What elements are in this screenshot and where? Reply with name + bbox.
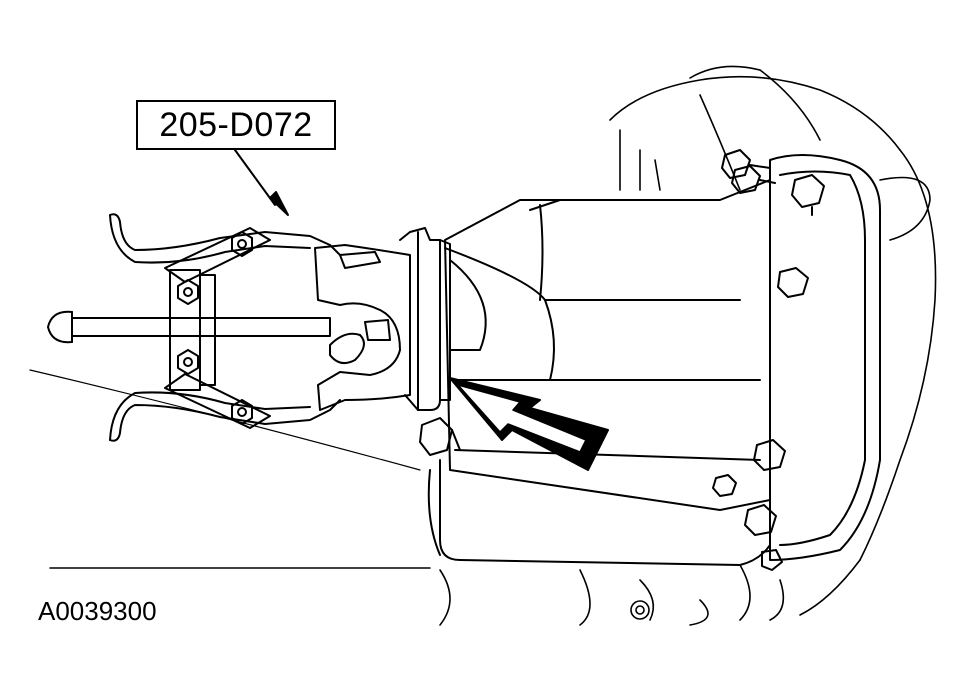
pinion-flange [399, 227, 451, 411]
direction-arrow-icon [449, 377, 609, 471]
cover-bolts [419, 149, 825, 571]
bolt-icon [791, 174, 825, 216]
pinion-yoke [314, 244, 411, 411]
tool-number-label: 205-D072 [159, 105, 313, 144]
differential-cover [769, 154, 881, 561]
bolt-icon [419, 417, 461, 456]
axle-housing-background [29, 65, 937, 626]
bolt-icon [753, 439, 786, 471]
bolt-icon [712, 474, 737, 497]
bolt-icon [777, 267, 809, 298]
bolt-icon [761, 549, 783, 571]
bolt-icon [744, 504, 777, 536]
tool-callout-box: 205-D072 [136, 100, 336, 150]
puller-tool [47, 213, 341, 442]
differential-housing [427, 179, 771, 566]
figure-id: A0039300 [38, 596, 157, 626]
callout-leader-arrow [234, 149, 289, 216]
bolt-icon [731, 165, 776, 194]
bolt-icon [721, 149, 771, 179]
